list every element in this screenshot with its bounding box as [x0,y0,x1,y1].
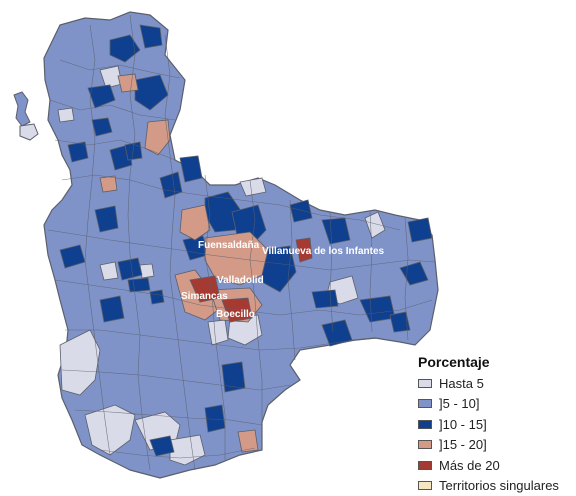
legend-item: Hasta 5 [418,373,559,394]
legend-item: ]15 - 20] [418,435,559,456]
legend-swatch [418,420,432,429]
legend-items: Hasta 5 ]5 - 10] ]10 - 15] ]15 - 20] Más de … [418,373,559,496]
legend-item: ]5 - 10] [418,394,559,415]
legend-swatch [418,440,432,449]
legend-label: ]15 - 20] [439,437,487,452]
legend-item: Territorios singulares [418,476,559,496]
legend-label: Territorios singulares [439,478,559,493]
enclave-west [14,92,30,126]
label-fuensaldana: Fuensaldaña [198,240,260,251]
legend: Porcentaje Hasta 5 ]5 - 10] ]10 - 15] ]15 -… [418,354,559,496]
legend-label: ]10 - 15] [439,417,487,432]
legend-swatch [418,481,432,490]
legend-item: ]10 - 15] [418,414,559,435]
label-simancas: Simancas [181,291,228,302]
legend-label: Más de 20 [439,458,500,473]
legend-item: Más de 20 [418,455,559,476]
label-boecillo: Boecillo [216,309,255,320]
legend-swatch [418,379,432,388]
label-valladolid: Valladolid [217,275,264,286]
label-villanueva-de-los-infantes: Villanueva de los Infantes [262,246,385,257]
enclave-west-light [20,124,38,140]
legend-label: ]5 - 10] [439,396,479,411]
legend-title: Porcentaje [418,354,559,370]
legend-swatch [418,461,432,470]
legend-label: Hasta 5 [439,376,484,391]
legend-swatch [418,399,432,408]
